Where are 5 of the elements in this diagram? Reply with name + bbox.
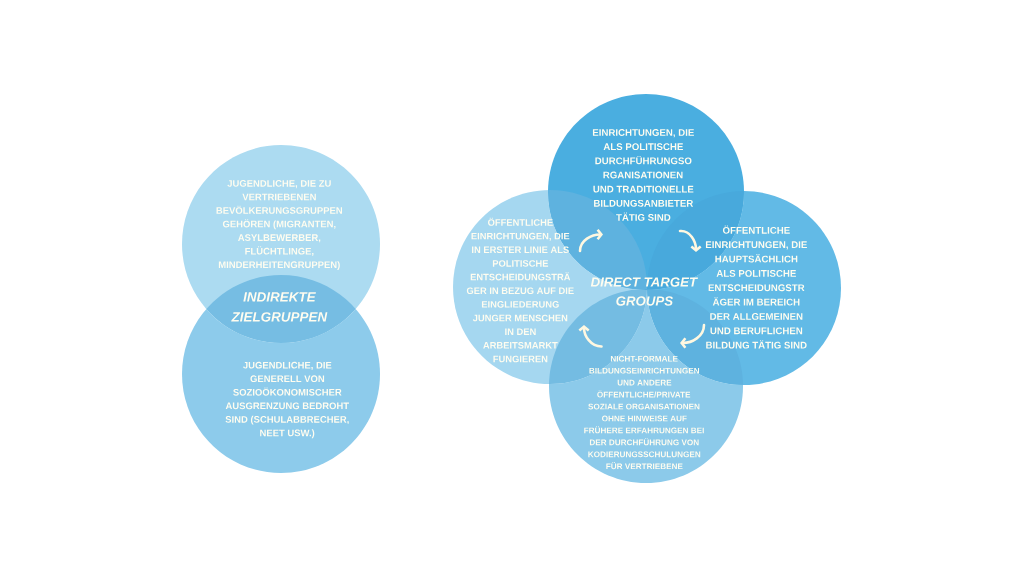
group-title: INDIREKTE ZIELGRUPPEN [231, 292, 328, 322]
curved-arrow [578, 325, 603, 348]
curved-arrow [678, 229, 702, 252]
curved-arrow [578, 229, 603, 253]
curved-arrow [680, 323, 706, 349]
